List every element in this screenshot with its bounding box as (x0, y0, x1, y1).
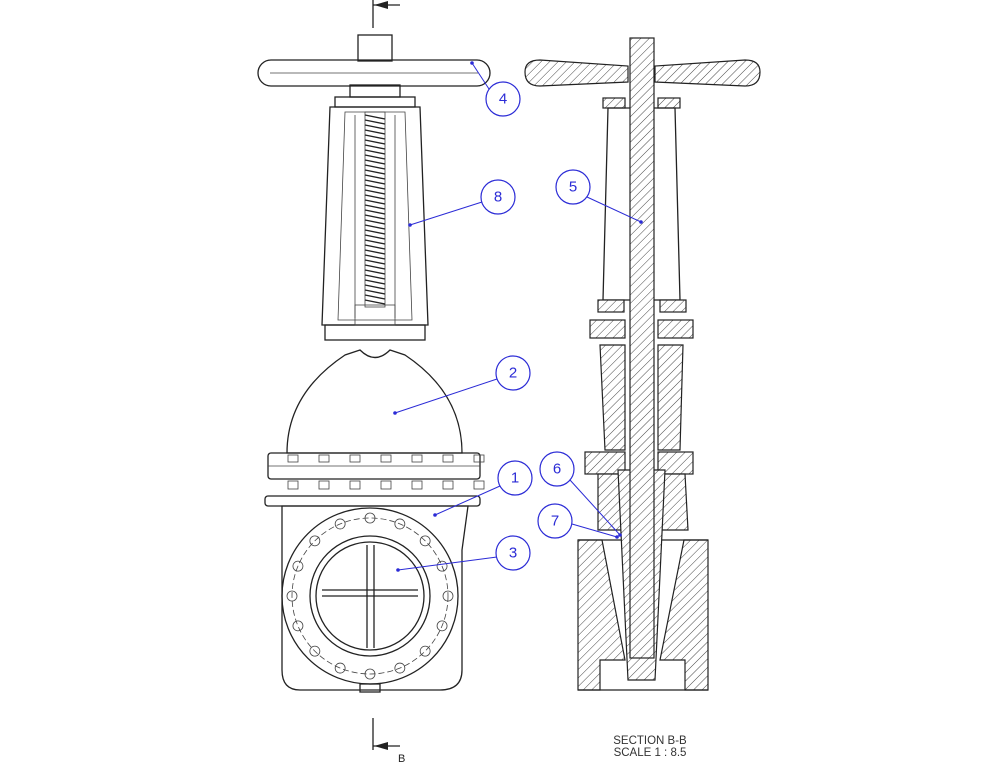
stem-thread (364, 144, 386, 150)
stem-thread (364, 209, 386, 215)
svg-text:2: 2 (509, 365, 517, 382)
stem-thread (364, 294, 386, 300)
bolt-nut (318, 480, 330, 490)
bolt-hole (292, 620, 304, 632)
stem-thread (364, 224, 386, 230)
section-marker-top (372, 0, 400, 28)
svg-text:5: 5 (569, 179, 577, 196)
bolt-hole (309, 535, 321, 547)
stem-thread (364, 244, 386, 250)
section-scale: SCALE 1 : 8.5 (613, 747, 687, 759)
bolt-nut (349, 480, 361, 490)
bolt-nut (473, 454, 485, 463)
bolt-hole (309, 645, 321, 657)
stem-thread (364, 139, 386, 145)
balloon-3: 3 (396, 535, 531, 572)
stem-thread (364, 219, 386, 225)
stem-thread (364, 234, 386, 240)
stem-thread (364, 114, 386, 120)
stem-thread (364, 214, 386, 220)
stem-thread (364, 134, 386, 140)
stem-thread (364, 159, 386, 165)
bolt-nut (287, 454, 299, 463)
stem-thread (364, 249, 386, 255)
svg-text:3: 3 (509, 545, 517, 562)
stem-thread (364, 189, 386, 195)
section-title: SECTION B-B (613, 735, 687, 747)
stem-thread (364, 169, 386, 175)
balloon-2: 2 (393, 355, 531, 415)
stem-thread (364, 194, 386, 200)
bolt-hole (364, 668, 376, 680)
stem-thread (364, 164, 386, 170)
stem-thread (364, 264, 386, 270)
stem-thread (364, 179, 386, 185)
bolt-hole (394, 518, 406, 530)
bolt-nut (442, 454, 454, 463)
bolt-nut (442, 480, 454, 490)
stem-thread (364, 289, 386, 295)
bolt-nut (380, 480, 392, 490)
svg-text:4: 4 (499, 91, 507, 108)
stem-thread (364, 229, 386, 235)
stem-thread (364, 299, 386, 305)
balloon-4: 4 (470, 61, 521, 117)
bolt-hole (286, 590, 298, 602)
stem-thread (364, 184, 386, 190)
stem-thread (364, 154, 386, 160)
bolt-hole (292, 560, 304, 572)
balloon-7: 7 (537, 503, 619, 539)
bolt-nut (411, 454, 423, 463)
bolt-hole (442, 590, 454, 602)
stem-thread (364, 274, 386, 280)
stem-thread (364, 239, 386, 245)
svg-text:8: 8 (494, 189, 502, 206)
bolt-nut (287, 480, 299, 490)
bolt-hole (419, 645, 431, 657)
bolt-hole (436, 560, 448, 572)
stem-thread (364, 259, 386, 265)
bolt-nut (411, 480, 423, 490)
stem-thread (364, 149, 386, 155)
bolt-nut (318, 454, 330, 463)
stem-thread (364, 199, 386, 205)
svg-text:6: 6 (553, 461, 561, 478)
balloon-1: 1 (433, 460, 533, 517)
section-view (524, 37, 761, 691)
section-caption: SECTION B-B SCALE 1 : 8.5 (600, 735, 700, 759)
stem-thread (364, 269, 386, 275)
bolt-hole (436, 620, 448, 632)
stem-thread (364, 279, 386, 285)
stem-thread (364, 129, 386, 135)
stem-thread (364, 284, 386, 290)
bolt-nut (473, 480, 485, 490)
balloon-6: 6 (539, 451, 622, 537)
stem-thread (364, 254, 386, 260)
stem-thread (364, 119, 386, 125)
stem-thread (364, 204, 386, 210)
section-letter: B (398, 753, 405, 765)
svg-text:7: 7 (551, 513, 559, 530)
front-view (257, 34, 491, 693)
bolt-hole (334, 662, 346, 674)
stem-thread (364, 174, 386, 180)
bolt-nut (349, 454, 361, 463)
section-marker-bottom: B (372, 718, 405, 765)
bolt-hole (364, 512, 376, 524)
bolt-hole (394, 662, 406, 674)
balloon-8: 8 (408, 179, 516, 227)
stem-thread (364, 124, 386, 130)
bolt-nut (380, 454, 392, 463)
balloon-5: 5 (555, 169, 643, 224)
bolt-hole (419, 535, 431, 547)
bolt-hole (334, 518, 346, 530)
svg-text:1: 1 (511, 470, 519, 487)
